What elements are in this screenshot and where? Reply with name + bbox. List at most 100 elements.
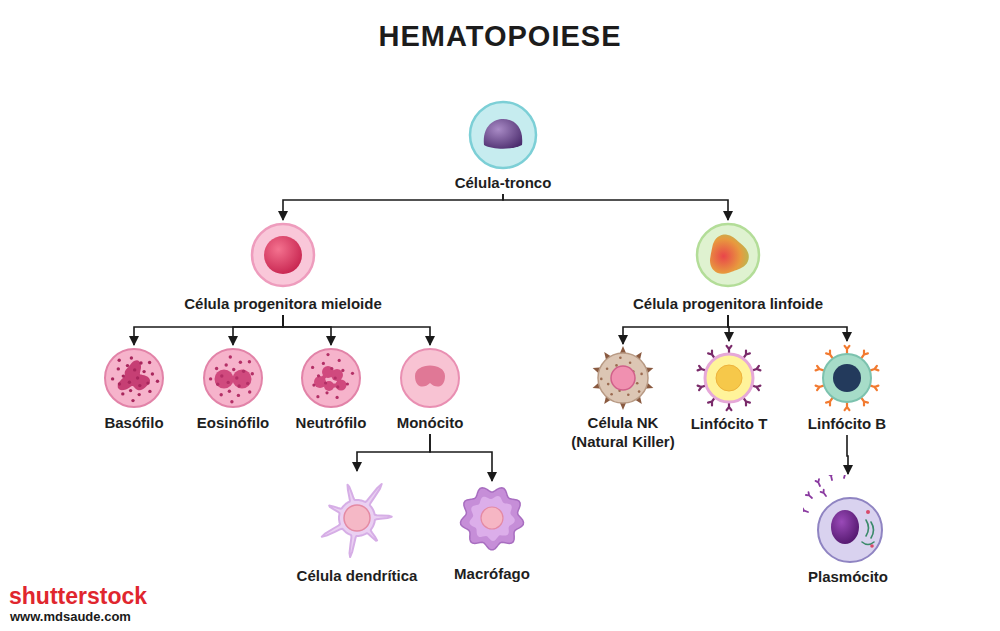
blood-cell: Monócito xyxy=(382,346,478,432)
blood-cell: Basófilo xyxy=(86,346,182,432)
cell-part xyxy=(232,368,235,371)
cell-part xyxy=(803,508,808,512)
cell-part xyxy=(325,391,328,394)
cell-part xyxy=(826,351,833,359)
cell-part xyxy=(246,382,249,385)
cell-part xyxy=(598,353,648,403)
cell-part xyxy=(312,384,315,387)
cell-part xyxy=(484,119,522,149)
cell-part xyxy=(324,381,334,391)
progenitor-cell: Célula progenitora mieloide xyxy=(158,221,408,313)
cell-part xyxy=(336,396,339,399)
cell-part xyxy=(204,349,262,407)
cell-part xyxy=(142,370,145,373)
cell-illustration xyxy=(102,346,166,410)
cell-part xyxy=(331,369,343,381)
cell-part xyxy=(237,384,240,387)
cell-part xyxy=(126,364,129,367)
cell-part xyxy=(829,475,833,480)
blood-cell: Macrófago xyxy=(432,482,552,583)
cell-part xyxy=(336,385,339,388)
progenitor-cell: Célula progenitora linfoide xyxy=(603,221,853,313)
cell-part xyxy=(220,393,223,396)
blood-cell: Neutrófilo xyxy=(283,346,379,432)
diagram-title: HEMATOPOIESE xyxy=(0,20,1000,53)
cell-part xyxy=(743,397,750,405)
cell-part xyxy=(216,383,219,386)
cell-part xyxy=(129,389,132,392)
cell-part xyxy=(816,366,825,371)
cell-part xyxy=(870,366,879,371)
cell-part xyxy=(866,510,870,514)
cell-part xyxy=(248,390,251,393)
blood-cell: Linfócito B xyxy=(792,342,902,433)
cell-part xyxy=(148,390,151,393)
cell-part xyxy=(629,362,632,365)
cell-part xyxy=(138,384,141,387)
cell-part xyxy=(334,376,337,379)
cell-part xyxy=(131,399,134,402)
cell-part xyxy=(845,402,850,410)
cell-part xyxy=(239,361,242,364)
cell-part xyxy=(697,224,759,286)
cell-part xyxy=(861,351,868,359)
cell-part xyxy=(705,354,753,402)
cell-part xyxy=(326,353,329,356)
cell-part xyxy=(227,381,230,384)
cell-part xyxy=(322,362,325,365)
cell-part xyxy=(302,349,360,407)
cell-part xyxy=(133,368,136,371)
cell-label: Neutrófilo xyxy=(283,413,379,432)
cell-part xyxy=(826,397,833,405)
connector-arrow xyxy=(283,315,331,345)
cell-part xyxy=(351,372,354,375)
cell-label: Eosinófilo xyxy=(185,413,281,432)
cell-part xyxy=(627,394,630,397)
cell-part xyxy=(228,390,231,393)
cell-label: Célula dendrítica xyxy=(282,566,432,585)
cell-label: Célula NK (Natural Killer) xyxy=(560,413,686,451)
cell-part xyxy=(330,367,333,370)
cell-part xyxy=(230,400,233,403)
connector-arrow xyxy=(357,434,430,471)
cell-part xyxy=(121,392,124,395)
cell-part xyxy=(264,236,302,274)
blood-cell: Eosinófilo xyxy=(185,346,281,432)
cell-label: Monócito xyxy=(382,413,478,432)
cell-part xyxy=(710,235,749,274)
cell-part xyxy=(224,376,242,382)
cell-part xyxy=(861,397,868,405)
cell-part xyxy=(338,359,341,362)
cell-label: Célula progenitora mieloide xyxy=(158,294,408,313)
cell-part xyxy=(708,351,715,359)
cell-part xyxy=(118,360,150,390)
cell-illustration xyxy=(590,345,656,411)
cell-part xyxy=(111,377,114,380)
cell-part xyxy=(105,349,163,407)
cell-part xyxy=(138,393,141,396)
cell-part xyxy=(251,372,254,375)
cell-part xyxy=(148,361,151,364)
cell-part xyxy=(600,378,603,381)
cell-part xyxy=(118,382,121,385)
cell-illustration xyxy=(398,346,462,410)
cell-part xyxy=(481,507,503,529)
cell-illustration xyxy=(803,475,893,565)
connector-arrow xyxy=(283,194,503,220)
cell-illustration xyxy=(693,342,765,414)
cell-part xyxy=(401,349,459,407)
cell-part xyxy=(821,490,826,496)
cell-part xyxy=(716,365,742,391)
cell-part xyxy=(845,346,850,354)
cell-label: Basófilo xyxy=(86,413,182,432)
cell-illustration xyxy=(299,346,363,410)
cell-part xyxy=(136,376,139,379)
cell-part xyxy=(139,361,142,364)
cell-part xyxy=(237,394,240,397)
cell-illustration xyxy=(811,342,883,414)
cell-part xyxy=(151,372,154,375)
cell-part xyxy=(461,488,524,550)
cell-part xyxy=(252,224,314,286)
connector-arrow xyxy=(623,315,728,344)
